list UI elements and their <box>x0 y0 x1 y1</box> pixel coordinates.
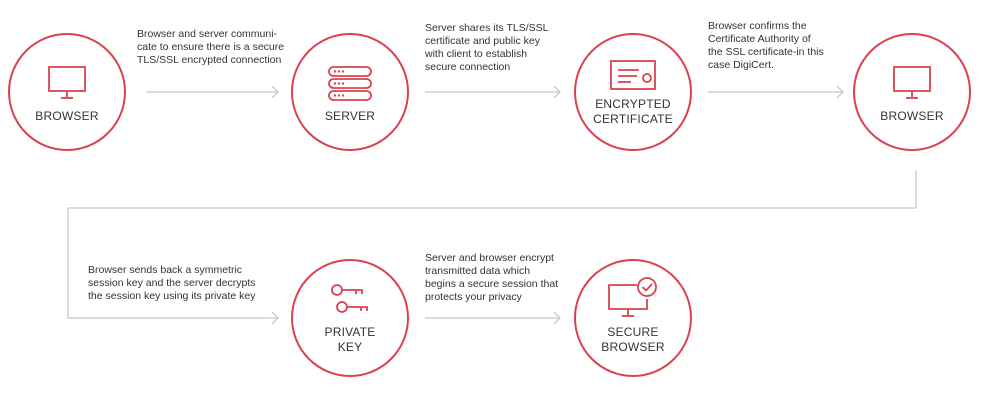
connector-row-wrap <box>67 170 917 325</box>
node-server: SERVER <box>291 33 409 151</box>
arrow-server-to-certificate <box>425 85 561 99</box>
arrow-browser-to-server <box>146 85 279 99</box>
secure-monitor-icon <box>608 277 657 317</box>
node-label: BROWSER <box>880 109 944 123</box>
step-note-4: Browser sends back a symmetric session k… <box>88 264 256 302</box>
arrow-key-to-secure-browser <box>425 311 561 325</box>
node-label: PRIVATE KEY <box>324 325 376 354</box>
step-note-3: Browser confirms the Certificate Authori… <box>708 20 824 71</box>
node-private-key: PRIVATE KEY <box>291 259 409 377</box>
step-note-2: Server shares its TLS/SSL certificate an… <box>425 22 549 73</box>
node-encrypted-certificate: ENCRYPTED CERTIFICATE <box>574 33 692 151</box>
node-browser: BROWSER <box>8 33 126 151</box>
node-label: SERVER <box>324 109 376 123</box>
node-secure-browser: SECURE BROWSER <box>574 259 692 377</box>
server-icon <box>328 66 372 101</box>
step-note-5: Server and browser encrypt transmitted d… <box>425 252 559 303</box>
step-note-1: Browser and server communi- cate to ensu… <box>137 28 285 66</box>
node-label: BROWSER <box>35 109 99 123</box>
node-browser-confirm: BROWSER <box>853 33 971 151</box>
node-label: ENCRYPTED CERTIFICATE <box>593 97 673 126</box>
keys-icon <box>331 284 368 313</box>
monitor-icon <box>893 66 931 99</box>
monitor-icon <box>48 66 86 99</box>
node-label: SECURE BROWSER <box>601 325 665 354</box>
certificate-icon <box>610 60 656 90</box>
arrow-certificate-to-browser <box>708 85 844 99</box>
